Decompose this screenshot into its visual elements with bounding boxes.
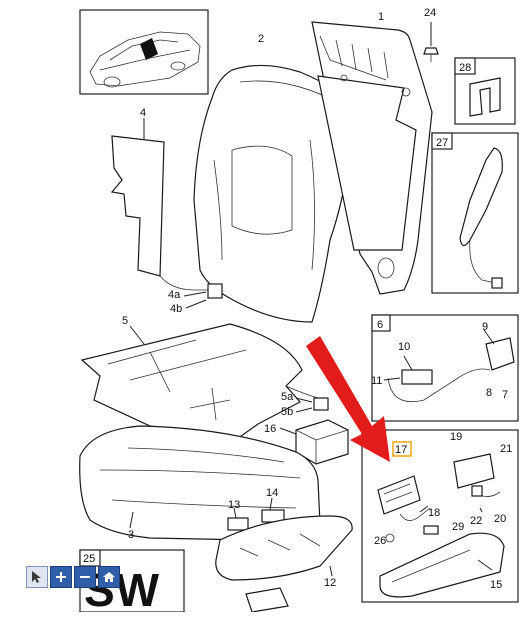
callout-4b: 4b	[170, 303, 182, 315]
red-pointer-arrow	[306, 336, 390, 462]
screw-24	[423, 22, 439, 62]
callout-10: 10	[398, 341, 410, 353]
inset-caption: SW	[84, 564, 161, 616]
callout-1: 1	[378, 11, 384, 23]
side-trim	[215, 515, 353, 581]
callout-21: 21	[500, 443, 512, 455]
callout-2: 2	[258, 33, 264, 45]
minus-icon	[80, 576, 90, 578]
callout-3: 3	[128, 529, 134, 541]
seat-back-frame	[311, 21, 433, 295]
callout-29: 29	[452, 521, 464, 533]
callout-11: 11	[371, 375, 382, 387]
callout-27: 27	[436, 137, 448, 149]
callout-20: 20	[494, 513, 506, 525]
car-thumbnail	[79, 9, 209, 95]
seat-back-cushion	[193, 64, 357, 323]
select-tool-button[interactable]	[26, 566, 48, 588]
connector-4a-4b	[159, 275, 223, 309]
callout-25: 25	[83, 553, 95, 565]
inset-27	[431, 132, 519, 294]
zoom-out-button[interactable]	[74, 566, 96, 588]
inset-25	[79, 549, 185, 613]
callout-22: 22	[470, 515, 482, 527]
seat-cushion	[79, 425, 321, 541]
callout-18: 18	[428, 507, 440, 519]
callout-7: 7	[502, 389, 508, 401]
callout-17: 17	[395, 444, 407, 456]
callout-6: 6	[377, 319, 383, 331]
callout-12: 12	[324, 577, 336, 589]
callout-15: 15	[490, 579, 502, 591]
callout-13: 13	[228, 499, 240, 511]
insulation-pad	[110, 118, 165, 277]
home-button[interactable]	[98, 566, 120, 588]
callout-14: 14	[266, 487, 278, 499]
zoom-toolbar	[26, 566, 120, 588]
callout-labels: 1 2 3 4 4a 4b 5 5a 5b 6 7 8 9 10 11 12 1…	[83, 7, 512, 591]
callout-19: 19	[450, 431, 462, 443]
callout-24: 24	[424, 7, 436, 19]
clips-13-14	[227, 497, 285, 531]
home-icon	[103, 572, 115, 582]
callout-5a: 5a	[281, 391, 294, 403]
callout-4: 4	[140, 107, 146, 119]
callout-5b: 5b	[281, 406, 293, 418]
callout-26: 26	[374, 535, 386, 547]
inset-28	[454, 57, 516, 125]
callout-28: 28	[459, 62, 471, 74]
inset-17	[361, 429, 519, 603]
callout-5: 5	[122, 315, 128, 327]
callout-9: 9	[482, 321, 488, 333]
zoom-in-button[interactable]	[50, 566, 72, 588]
callout-8: 8	[486, 387, 492, 399]
plus-icon	[56, 572, 66, 582]
callout-16: 16	[264, 423, 276, 435]
connector-5a-5b	[285, 385, 329, 413]
bottom-bracket	[245, 587, 289, 613]
callout-4a: 4a	[168, 289, 181, 301]
inset-6	[371, 314, 519, 422]
cursor-icon	[32, 571, 41, 583]
